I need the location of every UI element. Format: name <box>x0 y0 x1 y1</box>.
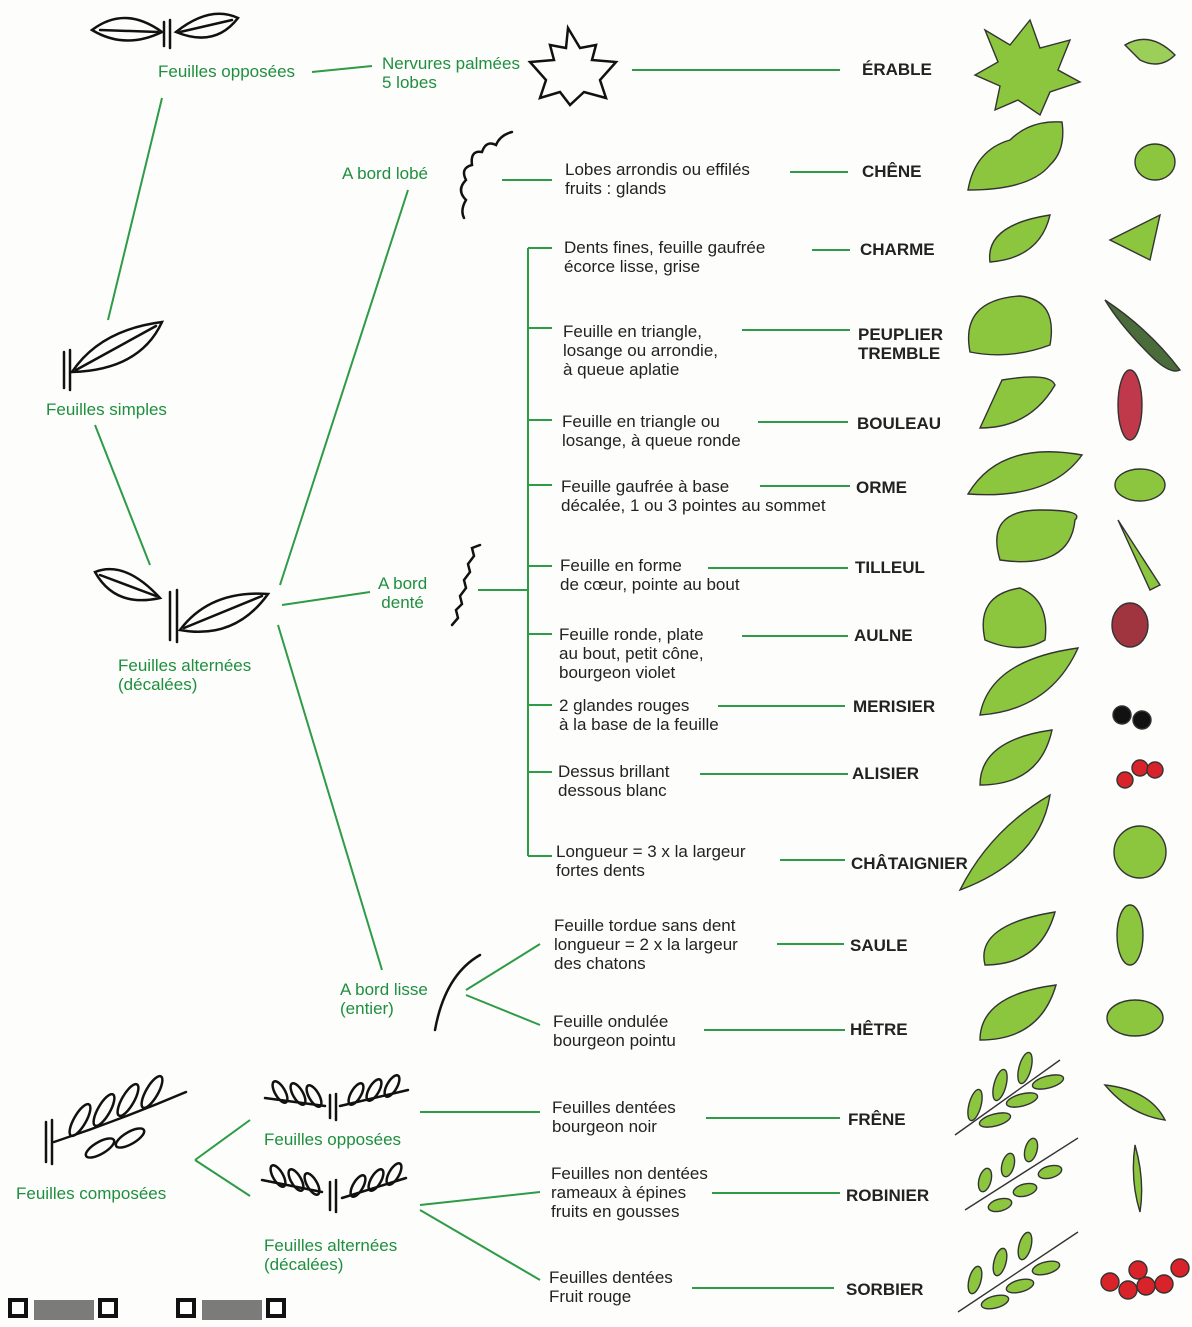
species-charme: CHARME <box>860 240 935 259</box>
label-bord-dente: A bord denté <box>378 574 427 612</box>
saule-fruit-icon <box>1117 905 1143 965</box>
species-orme: ORME <box>856 478 907 497</box>
robinier-leaf-icon <box>965 1137 1078 1214</box>
alisier-fruit-icon <box>1117 760 1163 788</box>
label-bord-lisse: A bord lisse (entier) <box>340 980 428 1018</box>
species-aulne: AULNE <box>854 626 913 645</box>
species-frene: FRÊNE <box>848 1110 906 1129</box>
compound-leaf-icon <box>46 1073 186 1164</box>
robinier-fruit-icon <box>1133 1145 1141 1212</box>
species-leaf-illustrations <box>955 20 1082 1312</box>
desc-chataignier: Longueur = 3 x la largeur fortes dents <box>556 842 746 880</box>
species-alisier: ALISIER <box>852 764 919 783</box>
simple-leaf-icon <box>64 322 162 390</box>
desc-erable: Nervures palmées 5 lobes <box>382 54 520 92</box>
peuplier-fruit-icon <box>1105 300 1180 371</box>
charme-leaf-icon <box>990 215 1050 262</box>
aulne-fruit-icon <box>1112 603 1148 647</box>
peuplier-leaf-icon <box>969 296 1052 355</box>
sorbier-fruit-icon <box>1101 1259 1189 1299</box>
tilleul-leaf-icon <box>997 510 1077 562</box>
desc-aulne: Feuille ronde, plate au bout, petit cône… <box>559 625 704 682</box>
hetre-leaf-icon <box>980 985 1056 1040</box>
label-composees-opposees: Feuilles opposées <box>264 1130 401 1149</box>
chene-fruit-icon <box>1135 144 1175 180</box>
species-robinier: ROBINIER <box>846 1186 929 1205</box>
aulne-leaf-icon <box>983 588 1046 648</box>
label-feuilles-alternees: Feuilles alternées (décalées) <box>118 656 251 694</box>
species-sorbier: SORBIER <box>846 1280 923 1299</box>
desc-frene: Feuilles dentées bourgeon noir <box>552 1098 676 1136</box>
desc-chene: Lobes arrondis ou effilés fruits : gland… <box>565 160 750 198</box>
erable-leaf-icon <box>975 20 1080 115</box>
desc-alisier: Dessus brillant dessous blanc <box>558 762 670 800</box>
label-composees-alternees: Feuilles alternées (décalées) <box>264 1236 397 1274</box>
merisier-leaf-icon <box>980 648 1078 715</box>
frene-fruit-icon <box>1105 1085 1165 1120</box>
desc-robinier: Feuilles non dentées rameaux à épines fr… <box>551 1164 708 1221</box>
desc-peuplier: Feuille en triangle, losange ou arrondie… <box>563 322 718 379</box>
species-bouleau: BOULEAU <box>857 414 941 433</box>
species-chene: CHÊNE <box>862 162 922 181</box>
hetre-fruit-icon <box>1107 1000 1163 1036</box>
alisier-leaf-icon <box>980 730 1052 785</box>
chataignier-fruit-icon <box>1114 826 1166 878</box>
palmate-leaf-icon <box>530 28 616 105</box>
species-saule: SAULE <box>850 936 908 955</box>
orme-fruit-icon <box>1115 469 1165 501</box>
alternate-leaves-icon <box>95 569 268 642</box>
label-feuilles-composees: Feuilles composées <box>16 1184 166 1203</box>
species-chataignier: CHÂTAIGNIER <box>851 854 968 873</box>
toothed-edge-icon <box>452 545 480 625</box>
saule-leaf-icon <box>984 912 1055 965</box>
desc-hetre: Feuille ondulée bourgeon pointu <box>553 1012 676 1050</box>
compound-opposed-leaves-icon <box>265 1073 408 1120</box>
chataignier-leaf-icon <box>960 795 1050 890</box>
chene-leaf-icon <box>968 122 1063 190</box>
desc-saule: Feuille tordue sans dent longueur = 2 x … <box>554 916 738 973</box>
species-erable: ÉRABLE <box>862 60 932 79</box>
desc-merisier: 2 glandes rouges à la base de la feuille <box>559 696 719 734</box>
lobed-edge-icon <box>461 132 512 218</box>
opposed-leaves-icon <box>92 14 238 48</box>
smooth-edge-icon <box>435 955 480 1030</box>
tilleul-fruit-icon <box>1118 520 1160 590</box>
desc-sorbier: Feuilles dentées Fruit rouge <box>549 1268 673 1306</box>
compound-alternate-leaves-icon <box>262 1161 406 1212</box>
charme-fruit-icon <box>1110 215 1160 260</box>
fruit-illustrations <box>1101 39 1189 1299</box>
bouleau-fruit-icon <box>1118 370 1142 440</box>
desc-bouleau: Feuille en triangle ou losange, à queue … <box>562 412 741 450</box>
frene-leaf-icon <box>955 1051 1065 1135</box>
orme-leaf-icon <box>968 452 1082 495</box>
qr-codes <box>8 1298 286 1320</box>
label-bord-lobe: A bord lobé <box>342 164 428 183</box>
desc-orme: Feuille gaufrée à base décalée, 1 ou 3 p… <box>561 477 826 515</box>
label-feuilles-opposees: Feuilles opposées <box>158 62 295 81</box>
sorbier-leaf-icon <box>958 1231 1078 1312</box>
species-merisier: MERISIER <box>853 697 935 716</box>
merisier-fruit-icon <box>1113 706 1151 729</box>
desc-tilleul: Feuille en forme de cœur, pointe au bout <box>560 556 740 594</box>
desc-charme: Dents fines, feuille gaufrée écorce liss… <box>564 238 765 276</box>
species-hetre: HÊTRE <box>850 1020 908 1039</box>
species-tilleul: TILLEUL <box>855 558 925 577</box>
label-feuilles-simples: Feuilles simples <box>46 400 167 419</box>
species-peuplier-tremble: PEUPLIER TREMBLE <box>858 325 943 363</box>
bouleau-leaf-icon <box>980 377 1055 428</box>
erable-fruit-icon <box>1125 39 1175 64</box>
